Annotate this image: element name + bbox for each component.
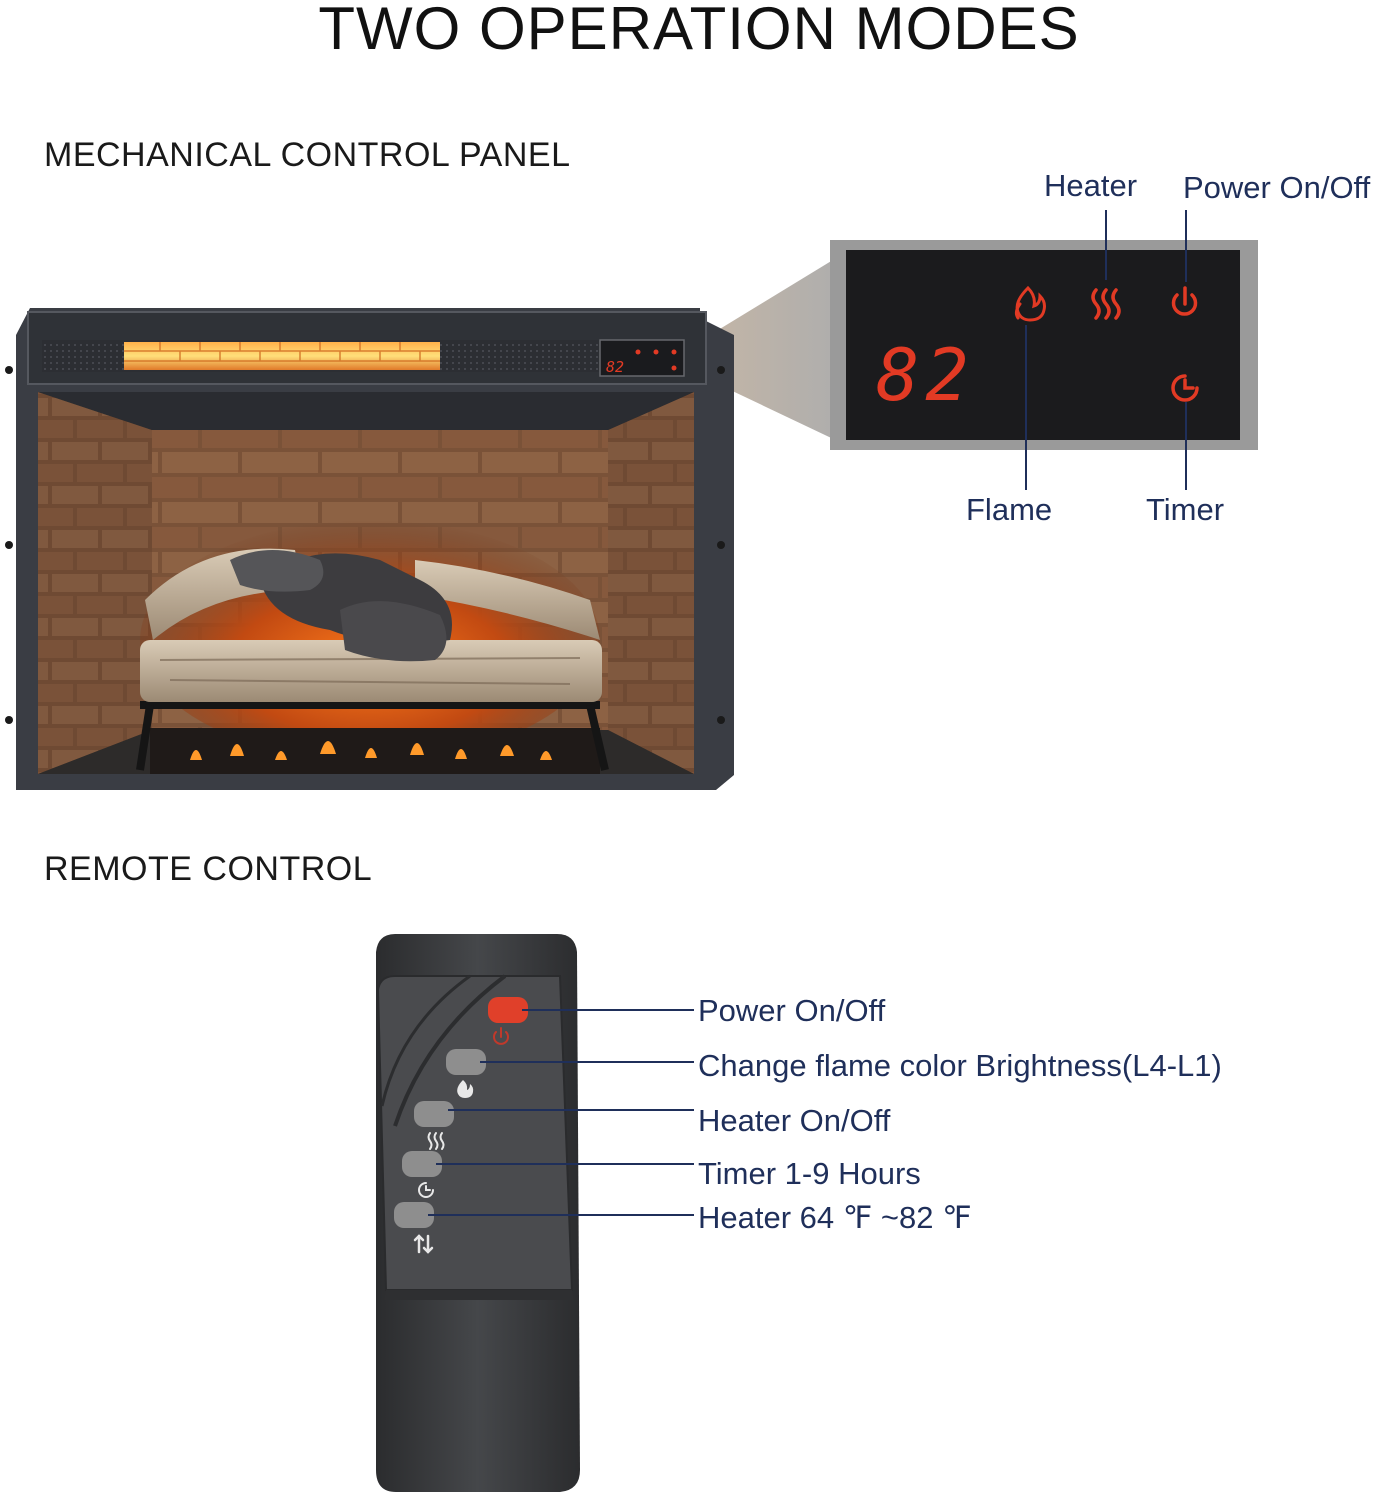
remote-label-heater: Heater On/Off <box>698 1103 891 1138</box>
remote-updown-arrows-icon <box>413 1234 434 1254</box>
remote-timer-button[interactable] <box>402 1151 442 1177</box>
panel-label-heater: Heater <box>1044 168 1138 203</box>
remote-power-icon <box>493 1027 509 1045</box>
panel-label-timer: Timer <box>1146 492 1225 527</box>
timer-icon[interactable] <box>1171 374 1199 402</box>
section-label-mechanical: MECHANICAL CONTROL PANEL <box>44 136 571 174</box>
remote-timer-icon <box>418 1182 434 1198</box>
temperature-display: 82 <box>876 333 975 417</box>
fireplace-mini-display: 82 <box>606 358 624 376</box>
panel-callout-lines <box>1025 210 1187 490</box>
remote-label-timer: Timer 1-9 Hours <box>698 1156 921 1191</box>
section-label-remote: REMOTE CONTROL <box>44 850 373 888</box>
heater-icon[interactable] <box>1091 288 1121 320</box>
remote-heater-button[interactable] <box>414 1101 454 1127</box>
panel-label-power: Power On/Off <box>1183 170 1371 205</box>
remote-temperature-button[interactable] <box>394 1202 434 1228</box>
fireplace-insert: 82 <box>5 308 734 790</box>
remote-label-power: Power On/Off <box>698 993 886 1028</box>
remote-power-button[interactable] <box>488 997 528 1023</box>
page-title: TWO OPERATION MODES <box>318 0 1080 62</box>
power-icon[interactable] <box>1171 286 1198 316</box>
remote-control <box>376 934 694 1492</box>
control-panel-zoom: 82 <box>830 210 1258 490</box>
remote-flame-icon <box>457 1080 474 1098</box>
panel-label-flame: Flame <box>966 492 1053 527</box>
remote-heater-icon <box>427 1132 445 1150</box>
remote-callout-lines <box>428 1009 694 1216</box>
flame-icon[interactable] <box>1014 285 1046 322</box>
remote-label-flame: Change flame color Brightness(L4-L1) <box>698 1048 1222 1083</box>
remote-label-temperature: Heater 64 ℉ ~82 ℉ <box>698 1200 972 1235</box>
remote-flame-button[interactable] <box>446 1049 486 1075</box>
